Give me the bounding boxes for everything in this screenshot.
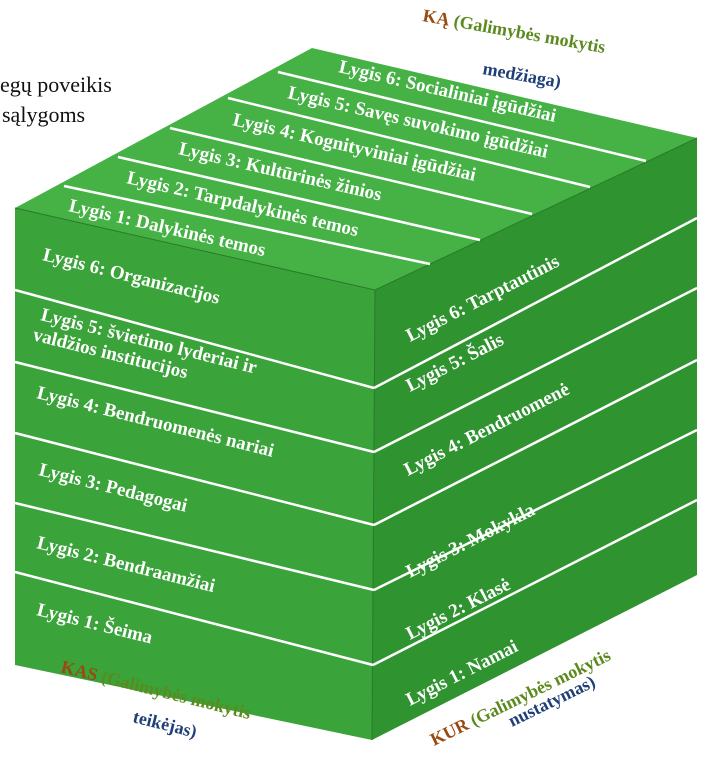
top-face-dividers <box>63 70 647 266</box>
svg-text:KĄ (Galimybės mokytis: KĄ (Galimybės mokytis <box>421 5 607 58</box>
ka-caption: KĄ (Galimybės mokytis medžiaga) <box>421 5 607 92</box>
ka-caption-line-2: medžiaga) <box>481 58 562 92</box>
front-divider-2 <box>14 360 375 454</box>
kas-caption-line-2: teikėjas) <box>131 706 199 742</box>
right-divider-3 <box>373 358 698 527</box>
top-divider-3 <box>169 126 533 216</box>
right-divider-2 <box>373 286 698 454</box>
front-face-dividers <box>14 288 375 667</box>
front-divider-4 <box>14 501 375 592</box>
front-divider-1 <box>14 288 375 390</box>
top-divider-1 <box>277 70 647 163</box>
cube-right-face <box>372 138 697 740</box>
right-divider-5 <box>372 498 698 667</box>
ka-key-word: KĄ <box>421 5 451 29</box>
partial-caption-line-2: sąlygoms <box>2 102 85 127</box>
ka-caption-rest: (Galimybės mokytis <box>448 10 607 58</box>
right-divider-1 <box>373 216 698 390</box>
top-divider-5 <box>63 184 431 266</box>
cube-front-face <box>15 208 375 740</box>
right-divider-4 <box>373 428 698 592</box>
partial-caption-line-1: egų poveikis <box>0 72 112 97</box>
front-divider-5 <box>14 570 374 667</box>
right-face-dividers <box>372 216 698 667</box>
cube-top-face <box>15 48 697 290</box>
top-divider-4 <box>117 155 481 242</box>
top-divider-2 <box>227 96 591 189</box>
front-divider-3 <box>14 431 375 527</box>
